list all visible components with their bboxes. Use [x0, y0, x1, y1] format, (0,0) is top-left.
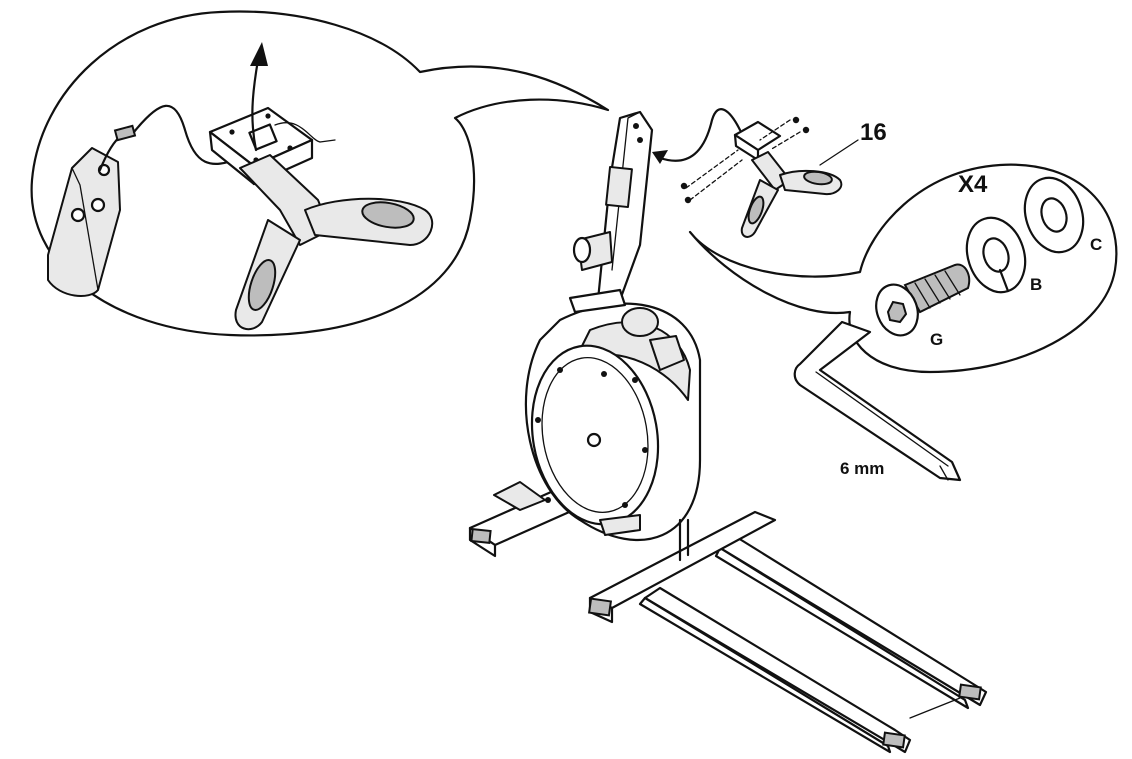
exploded-handlebar-mount — [652, 108, 859, 238]
elliptical-trainer — [468, 110, 988, 754]
bubble-upright-tube — [47, 124, 137, 297]
bubble-cable — [132, 104, 242, 165]
hex-key-size-label: 6 mm — [840, 459, 884, 478]
bubble-handlebar-mount — [208, 106, 434, 331]
bolt-g-label: G — [930, 330, 943, 349]
part-number-label: 16 — [860, 119, 887, 146]
hardware-bubble — [688, 163, 1118, 374]
bolt-g-icon — [875, 263, 971, 337]
spring-washer-b-label: B — [1030, 275, 1042, 294]
quantity-label: X4 — [958, 171, 988, 198]
flat-washer-c-icon — [1023, 176, 1085, 254]
pull-cable-up-arrow — [250, 42, 268, 152]
hex-key-icon — [793, 320, 962, 482]
flat-washer-c-label: C — [1090, 235, 1102, 254]
spring-washer-b-icon — [965, 216, 1027, 294]
